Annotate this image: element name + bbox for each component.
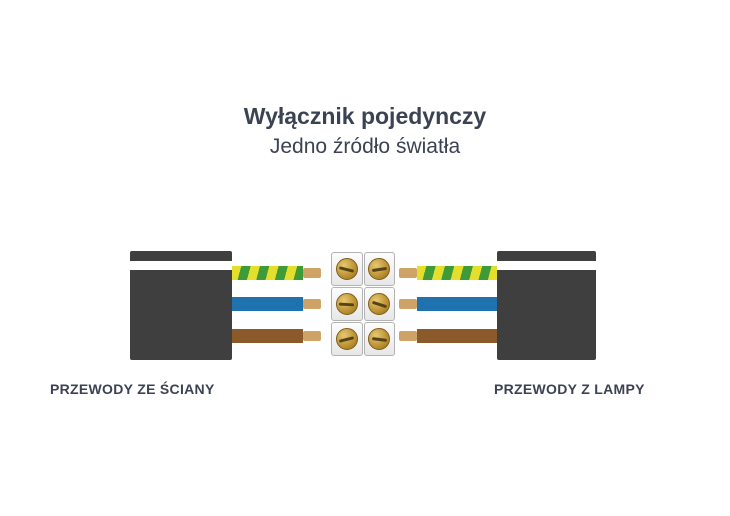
copper-tip [303,331,321,341]
live-wire-right [399,329,497,343]
terminal-screw-icon [335,258,358,280]
page-subtitle: Jedno źródło światła [269,135,461,158]
neutral-wire-left [232,297,321,311]
ground-wire-right [399,266,497,280]
terminal-cell [363,287,395,321]
neutral-wire-right [399,297,497,311]
live-wire-left [232,329,321,343]
copper-tip [399,299,417,309]
wall-wires-caption: PRZEWODY ZE ŚCIANY [50,381,215,397]
terminal-screw-icon [368,293,391,315]
lamp-cable-jacket [497,251,596,360]
screw-slot [339,335,355,343]
terminal-screw-icon [335,293,358,315]
lamp-cable-stripe [497,261,596,270]
screw-slot [339,302,355,306]
page-title: Wyłącznik pojedynczy [243,103,487,129]
terminal-block [331,252,395,356]
terminal-cell [363,322,395,356]
lamp-wires-caption: PRZEWODY Z LAMPY [494,381,645,397]
wall-cable-stripe [130,261,232,270]
wall-cable-jacket [130,251,232,360]
copper-tip [399,268,417,278]
terminal-screw-icon [368,328,391,350]
copper-tip [303,268,321,278]
terminal-cell [331,287,363,321]
screw-slot [339,265,355,273]
terminal-cell [331,322,363,356]
screw-slot [371,266,387,272]
copper-tip [303,299,321,309]
terminal-screw-icon [335,328,358,350]
terminal-screw-icon [368,258,391,280]
terminal-cell [331,252,363,286]
copper-tip [399,331,417,341]
terminal-cell [363,252,395,286]
ground-wire-left [232,266,321,280]
screw-slot [371,300,387,308]
screw-slot [371,336,387,342]
